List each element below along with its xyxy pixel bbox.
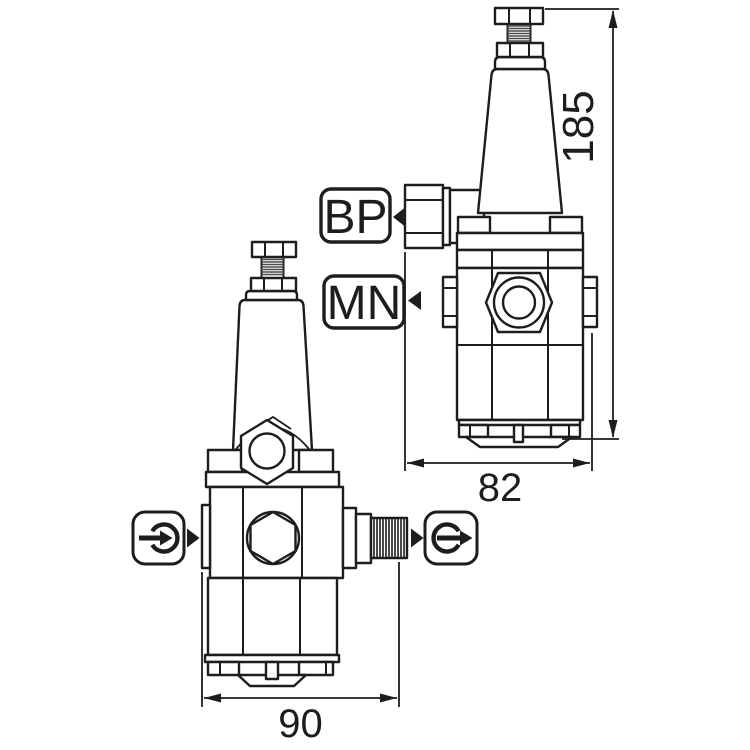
mn-callout: MN: [322, 274, 421, 330]
bp-label: BP: [323, 191, 387, 244]
mn-label-box: [322, 274, 406, 330]
dimension-depth-value: 82: [478, 466, 523, 510]
flange-and-collar: [204, 418, 341, 489]
flow-in-icon: [131, 510, 186, 566]
screw-threads-front: [260, 257, 285, 278]
bottom-cap: [457, 418, 582, 449]
outlet-thread-hatch: [373, 519, 405, 557]
front-hex-plug: [245, 510, 301, 566]
bp-callout: BP: [319, 187, 405, 244]
dimension-width-value: 90: [278, 702, 323, 746]
regulator-side-view: [403, 6, 599, 449]
spring-bonnet: [476, 67, 564, 215]
dimension-width: 90: [201, 562, 400, 746]
bp-label-box: [319, 187, 392, 244]
adjusting-screw-front: [244, 240, 299, 302]
side-port-left: [441, 275, 459, 329]
hex-boss: [484, 271, 554, 334]
regulator-front-view: [200, 240, 409, 688]
dimension-height-value: 185: [554, 90, 603, 163]
dimension-depth: 82: [404, 252, 593, 510]
inlet-boss: [200, 503, 212, 570]
flow-out-icon: [423, 510, 479, 566]
screw-threads: [506, 24, 532, 43]
side-port-right: [581, 275, 599, 329]
adjusting-screw: [493, 6, 547, 71]
dimension-height: 185: [545, 8, 619, 440]
valve-body-front: [200, 485, 409, 580]
bp-arrow-marker: [393, 207, 405, 227]
valve-body: [441, 250, 599, 422]
inlet-arrow-marker: [187, 528, 200, 548]
outlet-arrow-marker: [411, 528, 424, 548]
outlet-fitting: [341, 506, 409, 570]
mn-arrow-marker: [408, 291, 421, 310]
mn-label: MN: [327, 277, 402, 330]
lower-body-front: [203, 576, 341, 688]
body-flange: [455, 215, 585, 270]
